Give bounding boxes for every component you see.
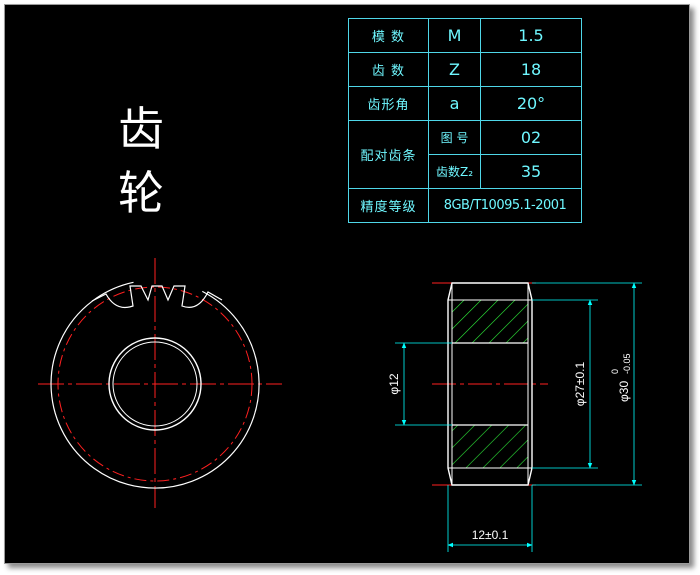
pitch-circle bbox=[57, 286, 253, 482]
bore-circle-inner bbox=[112, 341, 198, 427]
mating-label: 配对齿条 bbox=[348, 120, 429, 189]
section-hatch-bottom bbox=[452, 425, 528, 468]
angle-value: 20° bbox=[480, 86, 582, 121]
spec-row-mating-2: 齿数Z₂ 35 bbox=[349, 154, 582, 189]
outer-tolerance-lower: -0.05 bbox=[622, 353, 632, 374]
spec-row-teeth: 齿 数 Z 18 bbox=[348, 52, 582, 87]
teeth-value: 18 bbox=[480, 52, 582, 87]
mating-teeth-label: 齿数Z₂ bbox=[428, 154, 481, 189]
drawing-title: 齿 轮 bbox=[118, 102, 180, 220]
front-view bbox=[38, 258, 282, 508]
root-dimension-text: φ27±0.1 bbox=[573, 361, 587, 406]
spec-table: 模 数 M 1.5 齿 数 Z 18 齿形角 a 20° 配对齿条 图 号 02… bbox=[348, 18, 582, 223]
outer-circle bbox=[50, 281, 260, 489]
bore-dimension-text: φ12 bbox=[387, 373, 401, 394]
outer-tolerance-upper: 0 bbox=[610, 369, 620, 374]
angle-symbol: a bbox=[428, 86, 481, 121]
module-symbol: M bbox=[428, 18, 481, 53]
spec-row-precision: 精度等级 8GB/T10095.1-2001 bbox=[348, 188, 582, 223]
width-dimension-text: 12±0.1 bbox=[472, 528, 509, 542]
section-view: φ12 φ27±0.1 φ30 0 -0.05 12±0.1 bbox=[387, 282, 642, 552]
bore-circle-outer bbox=[108, 337, 202, 431]
section-hatch-top bbox=[452, 300, 528, 343]
spec-row-angle: 齿形角 a 20° bbox=[348, 86, 582, 121]
precision-value: 8GB/T10095.1-2001 bbox=[428, 188, 582, 223]
precision-label: 精度等级 bbox=[348, 188, 429, 223]
teeth-symbol: Z bbox=[428, 52, 481, 87]
gear-teeth-profile bbox=[91, 285, 223, 309]
outer-dimension-text: φ30 bbox=[617, 381, 631, 402]
